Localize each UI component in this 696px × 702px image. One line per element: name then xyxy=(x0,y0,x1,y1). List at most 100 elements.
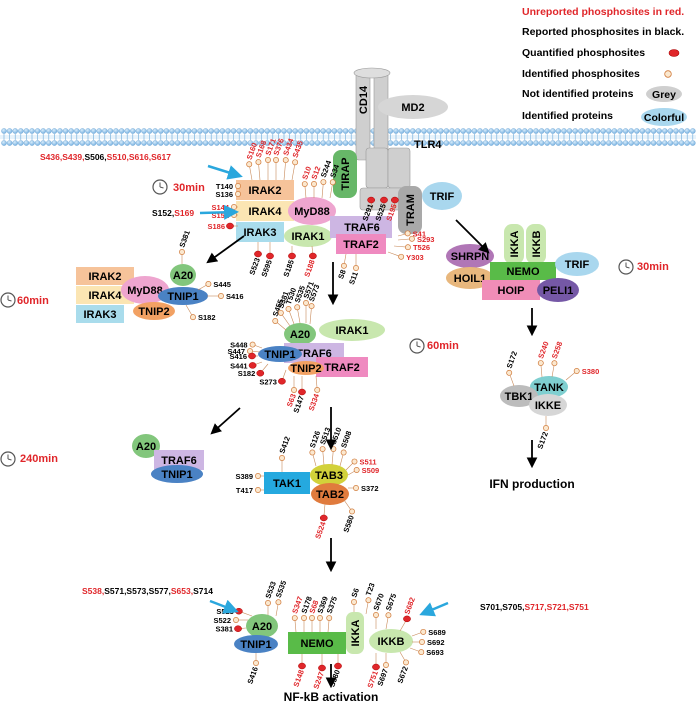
lipid-head xyxy=(219,128,226,134)
lipid-head xyxy=(230,140,237,146)
site-lists: S436,S439,S506,S510,S616,S617 S152,S169 … xyxy=(40,152,589,612)
a20-sites-black-a: S571,S573,S577, xyxy=(104,586,171,596)
site-label: T140 xyxy=(216,182,233,191)
irak2-sites-red-b: S510,S616,S617 xyxy=(107,152,172,162)
identified-site-marker xyxy=(301,181,308,188)
identified-site-marker xyxy=(418,649,425,656)
lipid-head xyxy=(102,140,108,146)
site-label: S524 xyxy=(313,520,328,540)
identified-site-marker xyxy=(231,204,237,210)
lipid-head xyxy=(292,128,298,134)
identified-site-marker xyxy=(273,157,279,163)
complex-60min-center: A20 IRAK1 TRAF6 TRAF2 TNIP1 TNIP2 xyxy=(258,319,385,377)
lipid-head xyxy=(85,140,91,146)
lipid-head xyxy=(656,128,662,134)
tlr4-label: TLR4 xyxy=(414,139,442,151)
lipid-head xyxy=(225,140,231,146)
phosphosite: S182 xyxy=(238,363,269,378)
phosphosite: S188 xyxy=(302,245,317,278)
lipid-head xyxy=(186,140,192,146)
lipid-head xyxy=(191,128,198,134)
lipid-head xyxy=(102,128,108,134)
lipid-head xyxy=(180,128,186,134)
irak2-label-60: IRAK2 xyxy=(88,271,121,283)
lipid-head xyxy=(169,128,175,134)
lipid-head xyxy=(589,128,595,134)
identified-site-marker xyxy=(419,639,425,645)
lipid-head xyxy=(622,140,629,146)
legend-unreported: Unreported phosphosites in red. xyxy=(522,6,684,18)
phosphosite: S258 xyxy=(550,340,564,378)
traf2-protein xyxy=(336,234,386,254)
lipid-head xyxy=(18,128,24,134)
identified-site-marker xyxy=(319,446,326,453)
quantified-site-marker xyxy=(380,196,388,204)
lipid-head xyxy=(533,128,539,134)
lipid-head xyxy=(342,140,349,146)
time-60min-left: 60min xyxy=(17,295,49,307)
lipid-head xyxy=(460,128,466,134)
complex-60min-left: IRAK2 IRAK4 IRAK3 MyD88 A20 TNIP1 TNIP2 xyxy=(76,264,208,323)
a20-sites-red-a: S538, xyxy=(82,586,104,596)
lipid-head xyxy=(208,128,214,134)
lipid-head xyxy=(298,128,304,134)
identified-site-marker xyxy=(277,309,284,316)
quantified-site-marker xyxy=(288,252,296,260)
lipid-head xyxy=(600,128,606,134)
clock-icon xyxy=(618,259,634,275)
lipid-head xyxy=(460,140,466,146)
lipid-head xyxy=(90,128,97,134)
lipid-head xyxy=(6,140,13,146)
md2-protein xyxy=(378,95,448,119)
site-label: S682 xyxy=(402,596,416,616)
hoil1-label: HOIL1 xyxy=(454,273,486,285)
tirap-protein xyxy=(333,150,357,198)
clock-hand xyxy=(159,186,164,189)
irak1-protein xyxy=(284,225,332,247)
identified-site-marker xyxy=(398,253,405,260)
lipid-head xyxy=(29,140,35,146)
identified-site-marker xyxy=(404,244,411,251)
a20-protein-nfkb xyxy=(246,614,278,638)
lipid-head xyxy=(544,140,550,146)
a20-protein-240 xyxy=(132,434,160,458)
lipid-head xyxy=(79,128,86,134)
irak3-label-60: IRAK3 xyxy=(83,309,116,321)
phosphosite: S697 xyxy=(375,653,390,687)
identified-site-marker xyxy=(314,386,321,393)
lipid-head xyxy=(572,128,578,134)
phosphosite: S523 xyxy=(216,607,253,617)
lipid-head xyxy=(628,140,634,146)
tram-label: TRAM xyxy=(405,194,417,226)
lipid-head xyxy=(113,140,119,146)
lipid-head xyxy=(51,128,58,134)
irak4-label: IRAK4 xyxy=(248,206,282,218)
lipid-head xyxy=(135,140,142,146)
phosphosite: S670 xyxy=(371,592,386,629)
lipid-head xyxy=(113,128,119,134)
lipid-head xyxy=(578,140,584,146)
lipid-head xyxy=(247,128,254,134)
irak4-protein xyxy=(236,201,294,221)
phosphosite: S41 xyxy=(397,229,426,238)
lipid-head xyxy=(298,140,304,146)
phosphosite: S380 xyxy=(327,654,342,689)
site-label: S693 xyxy=(426,648,444,657)
site-label: S447 xyxy=(228,347,246,356)
site-label: S247 xyxy=(311,671,325,691)
clock-hand xyxy=(7,458,12,461)
site-label: S240 xyxy=(536,340,550,360)
myd88-protein xyxy=(288,197,336,225)
lipid-head xyxy=(29,128,35,134)
lipid-head xyxy=(538,140,545,146)
site-label: S380 xyxy=(327,669,341,689)
site-label: S172 xyxy=(505,350,519,370)
site-label: S511 xyxy=(359,458,376,467)
lipid-head xyxy=(594,140,601,146)
phosphosite: S172 xyxy=(535,416,550,450)
lipid-head xyxy=(186,128,192,134)
lipid-head xyxy=(264,140,270,146)
phosphosite: S416 xyxy=(207,292,244,301)
lipid-head xyxy=(124,140,130,146)
phosphosite: S682 xyxy=(399,596,417,632)
